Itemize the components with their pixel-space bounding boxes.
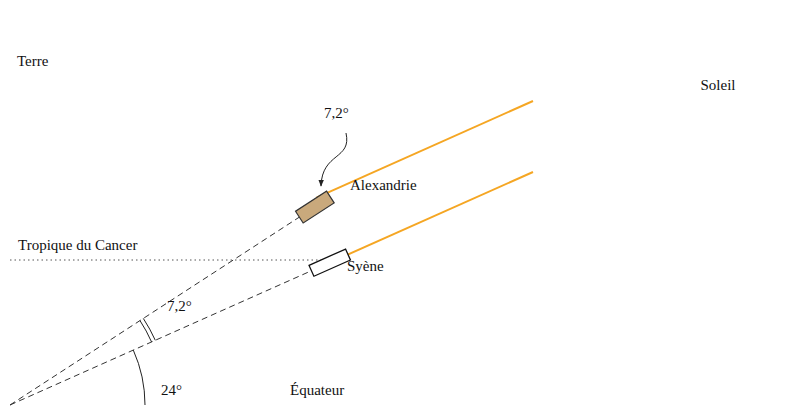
angle-callout: 7,2° — [324, 104, 349, 122]
angle-arc — [143, 318, 155, 340]
angle-label: 7,2° — [167, 297, 192, 315]
well-shaft — [309, 249, 350, 276]
radius-syene — [10, 268, 317, 405]
sun-outline — [659, 26, 777, 144]
earth-shape — [10, 47, 368, 405]
radius-alexandrie — [10, 210, 310, 405]
obelisk-body — [296, 191, 335, 223]
region-name: Terre — [17, 52, 368, 70]
earth-region: Terre — [10, 47, 368, 405]
obelisk — [296, 191, 335, 223]
leader-line — [321, 133, 347, 186]
sun-ray — [317, 101, 534, 198]
angle-arc — [140, 321, 152, 342]
body-name: Soleil — [700, 76, 735, 94]
tropic-label: Tropique du Cancer — [18, 236, 137, 254]
well — [309, 249, 350, 276]
radii — [10, 210, 317, 405]
city-name: Alexandrie — [350, 176, 417, 194]
city-name: Syène — [347, 257, 384, 275]
angle-label: 24° — [161, 381, 182, 399]
equator-label: Équateur — [290, 381, 344, 399]
angle-arc — [133, 350, 145, 405]
sun-disc: Soleil — [658, 25, 778, 145]
sun-ray — [321, 172, 533, 267]
tropic-line — [10, 260, 337, 261]
earth-outline — [10, 47, 368, 405]
